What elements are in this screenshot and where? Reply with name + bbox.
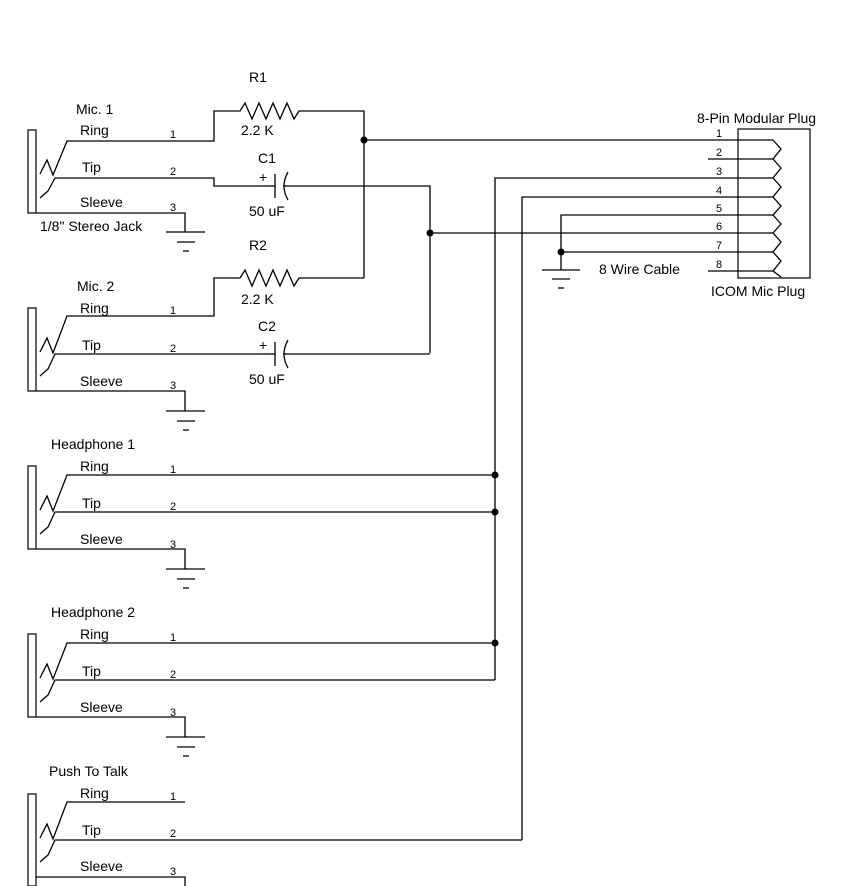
junction-dot <box>491 508 499 516</box>
plug-pin-3: 3 <box>716 166 722 178</box>
plug-title: 8-Pin Modular Plug <box>697 110 816 126</box>
headphone1-tip-label: Tip <box>82 495 101 511</box>
resistor-r1: R1 2.2 K <box>185 69 365 278</box>
plug-pin-4: 4 <box>716 185 722 197</box>
r2-ref: R2 <box>249 237 267 253</box>
mic1-pin-3: 3 <box>170 202 176 214</box>
headphone2-ring-label: Ring <box>80 626 109 642</box>
headphone2-pin-3: 3 <box>170 707 176 719</box>
mic2-jack-symbol <box>27 277 263 431</box>
ptt-jack: Push To Talk Ring Tip Sleeve 1 2 3 <box>27 763 522 886</box>
c1-value: 50 uF <box>249 203 285 219</box>
mic1-pin-2: 2 <box>170 166 176 178</box>
headphone1-pin-3: 3 <box>170 539 176 551</box>
capacitor-c2: C2 + 50 uF <box>249 318 430 387</box>
headphone1-sleeve-label: Sleeve <box>80 531 123 547</box>
ptt-sleeve-label: Sleeve <box>80 858 123 874</box>
mic1-ring-label: Ring <box>80 122 109 138</box>
c2-polarity: + <box>259 337 267 353</box>
headphone1-jack-symbol <box>27 465 495 589</box>
jack-type-label: 1/8" Stereo Jack <box>40 218 143 234</box>
resistor-r2: R2 2.2 K <box>239 237 364 307</box>
capacitor-c1: C1 + 50 uF <box>249 150 431 353</box>
plug-contacts <box>772 139 782 278</box>
ptt-pin-3: 3 <box>170 866 176 878</box>
mic1-pin-1: 1 <box>170 129 176 141</box>
mic2-sleeve-label: Sleeve <box>80 373 123 389</box>
junction-dot <box>360 136 368 144</box>
plug-pin-8: 8 <box>716 259 722 271</box>
mic2-jack-name: Mic. 2 <box>77 278 115 294</box>
mic1-jack-symbol <box>27 129 263 252</box>
r1-value: 2.2 K <box>241 122 274 138</box>
ptt-jack-name: Push To Talk <box>49 763 129 779</box>
ptt-jack-symbol <box>27 793 522 886</box>
headphone2-tip-label: Tip <box>82 663 101 679</box>
headphone2-jack-name: Headphone 2 <box>51 604 135 620</box>
ptt-ring-label: Ring <box>80 785 109 801</box>
plug-pin-5: 5 <box>716 203 722 215</box>
r2-value: 2.2 K <box>241 291 274 307</box>
junction-dot <box>491 639 499 647</box>
headphone2-jack-symbol <box>27 633 495 757</box>
c1-ref: C1 <box>258 150 276 166</box>
headphone1-jack-name: Headphone 1 <box>51 436 135 452</box>
headphone2-pin-1: 1 <box>170 632 176 644</box>
cable-label: 8 Wire Cable <box>599 261 680 277</box>
plug-pin-7: 7 <box>716 240 722 252</box>
mic2-pin-1: 1 <box>170 305 176 317</box>
ptt-pin-1: 1 <box>170 791 176 803</box>
r1-ref: R1 <box>249 69 267 85</box>
mic2-pin-2: 2 <box>170 343 176 355</box>
c1-polarity: + <box>259 169 267 185</box>
headphone1-jack: Headphone 1 Ring Tip Sleeve 1 2 3 <box>27 436 495 589</box>
headphone2-jack: Headphone 2 Ring Tip Sleeve 1 2 3 <box>27 604 495 757</box>
c2-ref: C2 <box>258 318 276 334</box>
headphone1-pin-2: 2 <box>170 501 176 513</box>
headphone2-pin-2: 2 <box>170 669 176 681</box>
ptt-tip-label: Tip <box>82 822 101 838</box>
mic1-jack: Mic. 1 Ring Tip Sleeve 1 2 3 1/8" Stereo… <box>27 101 263 252</box>
headphone2-sleeve-label: Sleeve <box>80 699 123 715</box>
mic2-jack: Mic. 2 Ring Tip Sleeve 1 2 3 <box>27 277 263 431</box>
modular-plug: 8-Pin Modular Plug ICOM Mic Plug 8 Wire … <box>599 110 816 299</box>
mic1-tip-label: Tip <box>82 159 101 175</box>
mic2-tip-label: Tip <box>82 337 101 353</box>
headphone1-pin-1: 1 <box>170 464 176 476</box>
bus-wires <box>364 139 773 840</box>
plug-subtitle: ICOM Mic Plug <box>711 283 805 299</box>
junction-dot <box>491 471 499 479</box>
junction-dot <box>557 248 565 256</box>
headphone1-ring-label: Ring <box>80 458 109 474</box>
plug-pin-2: 2 <box>716 147 722 159</box>
mic2-ring-label: Ring <box>80 300 109 316</box>
junction-dots <box>360 136 565 647</box>
mic1-sleeve-label: Sleeve <box>80 194 123 210</box>
plug-body <box>737 128 811 279</box>
c2-value: 50 uF <box>249 371 285 387</box>
mic2-pin-3: 3 <box>170 380 176 392</box>
plug-pin-6: 6 <box>716 221 722 233</box>
ptt-pin-2: 2 <box>170 828 176 840</box>
junction-dot <box>426 229 434 237</box>
mic1-jack-name: Mic. 1 <box>76 101 114 117</box>
plug-pin-1: 1 <box>716 128 722 140</box>
